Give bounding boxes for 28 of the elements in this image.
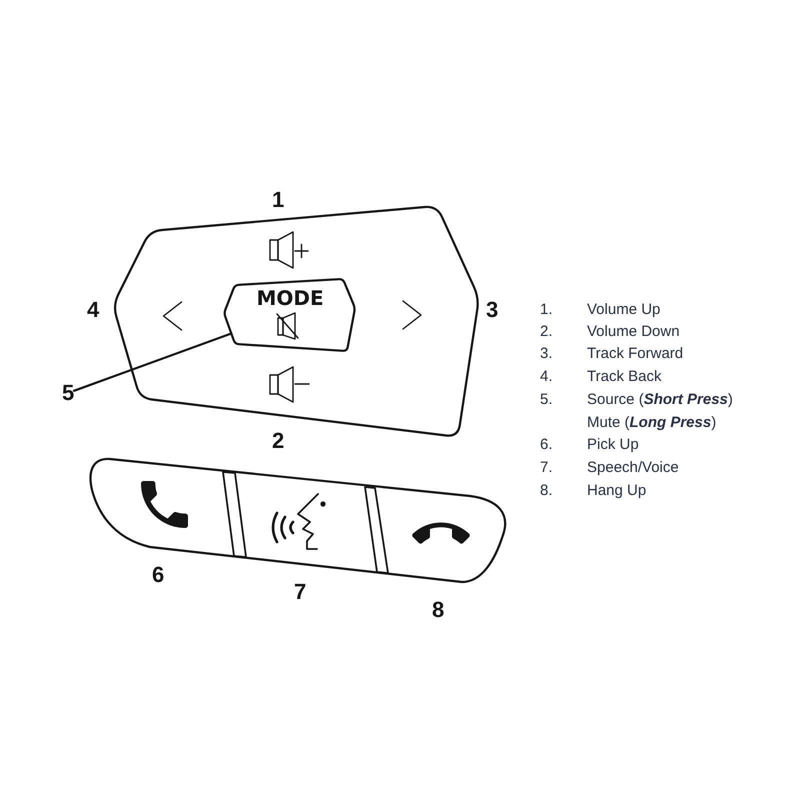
leader-line [72, 332, 232, 392]
function-text: Track Forward [587, 346, 684, 362]
list-number: 2. [540, 324, 553, 340]
callout-number: 2 [272, 430, 284, 452]
list-number: 8. [540, 482, 553, 499]
list-number: 5. [540, 392, 553, 408]
list-number: 1. [540, 302, 553, 318]
function-text: Track Back [587, 368, 662, 385]
callout-number: 6 [152, 564, 164, 586]
callout-number: 5 [62, 382, 74, 404]
function-text: Hang Up [587, 482, 646, 499]
callout-number: 4 [87, 299, 100, 321]
mode-button [221, 276, 358, 354]
list-number: 3. [540, 346, 553, 362]
callout-number: 1 [272, 189, 284, 211]
list-number: 7. [540, 460, 553, 476]
function-text: Volume Up [587, 302, 660, 318]
mode-label: MODE [256, 288, 324, 308]
callout-number: 7 [294, 581, 306, 603]
function-text: Source (Short Press) [587, 392, 733, 408]
callout-number: 3 [486, 299, 498, 321]
list-number: 6. [540, 436, 553, 453]
list-number: 4. [540, 368, 553, 385]
function-text: Mute (Long Press) [587, 414, 716, 431]
function-text: Pick Up [587, 436, 639, 453]
function-text: Volume Down [587, 324, 680, 340]
function-text: Speech/Voice [587, 460, 679, 476]
callout-number: 8 [432, 599, 444, 621]
